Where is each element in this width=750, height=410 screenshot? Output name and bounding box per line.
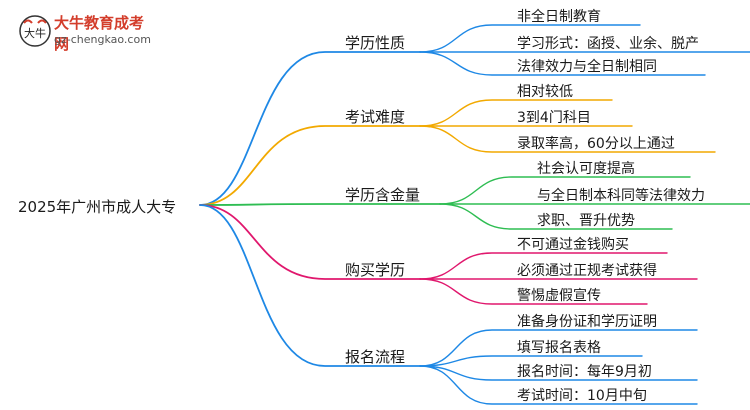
leaf-connector-1-1: [419, 24, 641, 53]
leaf-node-5-4: 考试时间：10月中旬: [517, 388, 647, 404]
leaf-connector-3-1: [439, 176, 691, 205]
leaf-connector-5-3: [419, 365, 698, 381]
leaf-connector-1-3: [419, 51, 706, 76]
leaf-node-1-2: 学习形式：函授、业余、脱产: [517, 36, 699, 52]
leaf-connector-3-3: [439, 203, 673, 230]
branch-connector-5: [199, 204, 421, 367]
leaf-node-2-3: 录取率高，60分以上通过: [517, 136, 675, 152]
logo-url: gz-chengkao.com: [54, 33, 151, 46]
leaf-node-5-3: 报名时间：每年9月初: [517, 364, 652, 380]
branch-node-5: 报名流程: [345, 348, 406, 366]
leaf-node-3-2: 与全日制本科同等法律效力: [537, 188, 705, 204]
leaf-node-3-3: 求职、晋升优势: [537, 213, 635, 229]
leaf-connector-5-2: [419, 355, 643, 367]
leaf-connector-2-1: [419, 99, 613, 127]
leaf-node-4-2: 必须通过正规考试获得: [517, 263, 657, 279]
leaf-node-1-1: 非全日制教育: [517, 9, 601, 25]
bull-logo-icon: 大牛: [19, 15, 51, 47]
branch-node-1: 学历性质: [345, 34, 406, 52]
branch-connector-4: [199, 204, 421, 280]
leaf-node-5-2: 填写报名表格: [517, 340, 601, 356]
leaf-node-2-1: 相对较低: [517, 84, 573, 100]
leaf-connector-4-3: [419, 278, 648, 305]
leaf-node-4-1: 不可通过金钱购买: [517, 237, 629, 253]
branch-connector-3: [199, 203, 441, 206]
leaf-connector-4-1: [419, 252, 668, 280]
logo: 大牛 大牛教育成考网 gz-chengkao.com: [18, 12, 158, 53]
branch-node-4: 购买学历: [345, 261, 406, 279]
logo-mark-text: 大牛: [24, 26, 46, 40]
leaf-connector-5-4: [419, 365, 698, 405]
branch-connector-2: [199, 125, 421, 206]
leaf-node-3-1: 社会认可度提高: [537, 161, 635, 177]
leaf-node-2-2: 3到4门科目: [517, 110, 591, 126]
branch-node-2: 考试难度: [345, 108, 406, 126]
logo-title: 大牛教育成考网: [54, 14, 145, 53]
branch-connector-1: [199, 51, 421, 206]
branch-node-3: 学历含金量: [345, 186, 421, 204]
root-node: 2025年广州市成人大专: [18, 198, 177, 216]
leaf-node-5-1: 准备身份证和学历证明: [517, 314, 657, 330]
leaf-connector-2-3: [419, 125, 716, 153]
leaf-node-1-3: 法律效力与全日制相同: [517, 59, 657, 75]
leaf-connector-5-1: [419, 329, 698, 367]
leaf-node-4-3: 警惕虚假宣传: [517, 288, 601, 304]
